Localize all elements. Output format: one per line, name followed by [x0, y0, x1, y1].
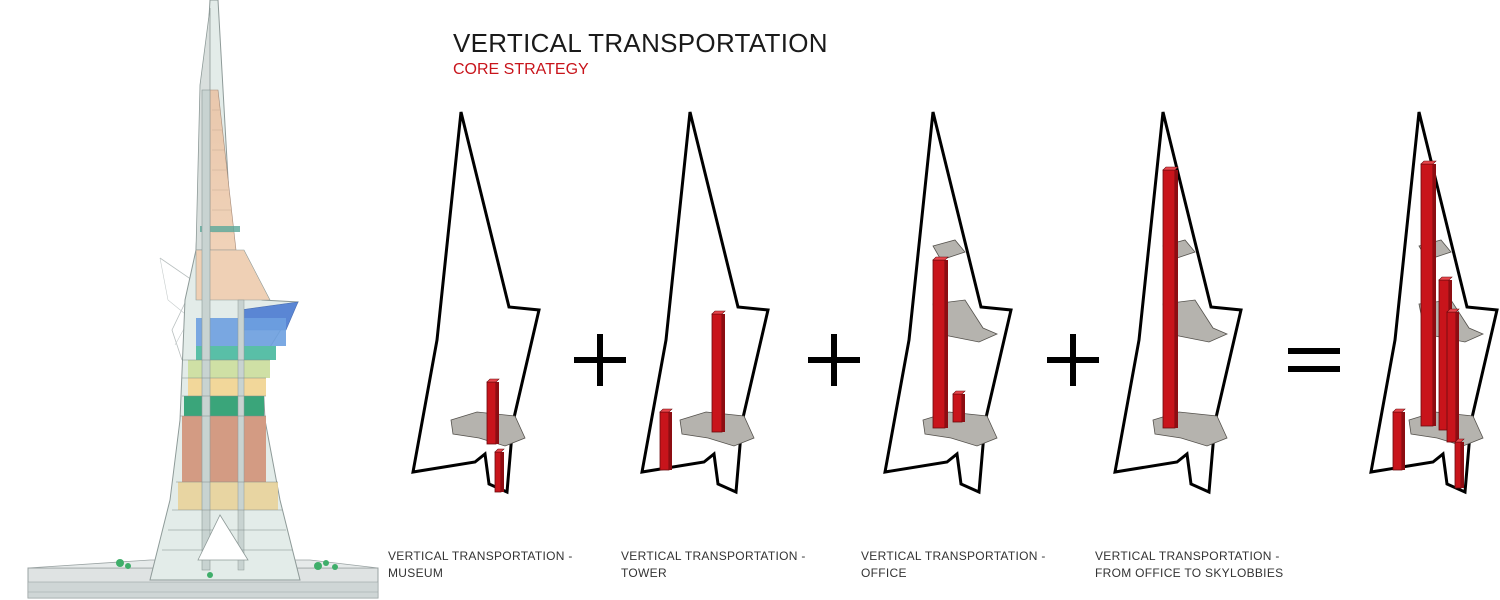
caption-office-line1: VERTICAL TRANSPORTATION - — [861, 549, 1046, 563]
core-diagram-3 — [883, 111, 1013, 495]
caption-museum-line2: MUSEUM — [388, 566, 444, 580]
core-shaft-all-e-side — [1461, 442, 1464, 488]
core-shaft-all-e — [1454, 441, 1462, 489]
core-shaft-museum-a-side — [496, 382, 499, 444]
page-subtitle: CORE STRATEGY — [453, 61, 589, 78]
core-shaft-tower-b — [711, 313, 723, 433]
core-shaft-all-d — [1392, 411, 1403, 471]
caption-tower-line2: TOWER — [621, 566, 667, 580]
core-shaft-all-d-top — [1392, 408, 1406, 413]
core-shaft-museum-a — [486, 381, 497, 445]
caption-office: VERTICAL TRANSPORTATION - OFFICE — [861, 548, 1046, 582]
caption-tower: VERTICAL TRANSPORTATION - TOWER — [621, 548, 806, 582]
core-diagram-2 — [640, 111, 770, 495]
plus-vertical-3 — [1070, 334, 1076, 386]
core-shaft-tower-a-top — [659, 408, 673, 413]
core-shaft-tower-a-side — [669, 412, 672, 470]
core-diagram-4 — [1113, 111, 1243, 495]
caption-museum: VERTICAL TRANSPORTATION - MUSEUM — [388, 548, 573, 582]
caption-museum-line1: VERTICAL TRANSPORTATION - — [388, 549, 573, 563]
core-shaft-all-a-top — [1420, 160, 1437, 165]
core-diagram-1 — [411, 111, 541, 495]
core-shaft-all-b-top — [1438, 276, 1453, 281]
caption-skylobbies-line2: FROM OFFICE TO SKYLOBBIES — [1095, 566, 1284, 580]
caption-skylobbies: VERTICAL TRANSPORTATION - FROM OFFICE TO… — [1095, 548, 1283, 582]
core-shaft-tower-b-side — [722, 314, 725, 432]
core-shaft-all-c-side — [1456, 312, 1459, 442]
core-shaft-skylobby-top — [1162, 166, 1179, 171]
core-shaft-all-a-side — [1433, 164, 1436, 426]
core-shaft-tower-a — [659, 411, 670, 471]
core-shaft-office-b-side — [962, 394, 965, 422]
core-shaft-office-b — [952, 393, 963, 423]
core-shaft-museum-b — [494, 451, 502, 493]
core-shaft-tower-b-top — [711, 310, 726, 315]
core-shaft-office-a-side — [945, 260, 948, 428]
core-shaft-museum-a-top — [486, 378, 500, 383]
tower-outline-1 — [411, 111, 541, 495]
equals-top — [1288, 348, 1340, 354]
equals-bottom — [1288, 366, 1340, 372]
core-diagram-5 — [1369, 111, 1499, 495]
core-shaft-museum-b-top — [494, 448, 505, 453]
caption-office-line2: OFFICE — [861, 566, 907, 580]
core-shaft-all-a — [1420, 163, 1434, 427]
plus-vertical-1 — [597, 334, 603, 386]
core-shaft-skylobby — [1162, 169, 1176, 429]
core-shaft-office-a — [932, 259, 946, 429]
caption-tower-line1: VERTICAL TRANSPORTATION - — [621, 549, 806, 563]
operator-plus-3 — [1047, 334, 1099, 386]
core-shaft-skylobby-side — [1175, 170, 1178, 428]
core-shaft-office-b-top — [952, 390, 966, 395]
operator-plus-2 — [808, 334, 860, 386]
core-shaft-all-d-side — [1402, 412, 1405, 470]
operator-plus-1 — [574, 334, 626, 386]
caption-skylobbies-line1: VERTICAL TRANSPORTATION - — [1095, 549, 1280, 563]
page-title: VERTICAL TRANSPORTATION — [453, 28, 828, 58]
plus-vertical-2 — [831, 334, 837, 386]
tower-outline-2 — [640, 111, 770, 495]
floor-slab-office-top — [932, 239, 966, 261]
core-shaft-all-e-top — [1454, 438, 1465, 443]
core-shaft-museum-b-side — [501, 452, 504, 492]
operator-equals-4 — [1288, 348, 1340, 372]
tower-section-drawing — [27, 0, 379, 599]
core-shaft-all-c-top — [1446, 308, 1460, 313]
core-shaft-office-a-top — [932, 256, 949, 261]
core-shaft-all-c — [1446, 311, 1457, 443]
